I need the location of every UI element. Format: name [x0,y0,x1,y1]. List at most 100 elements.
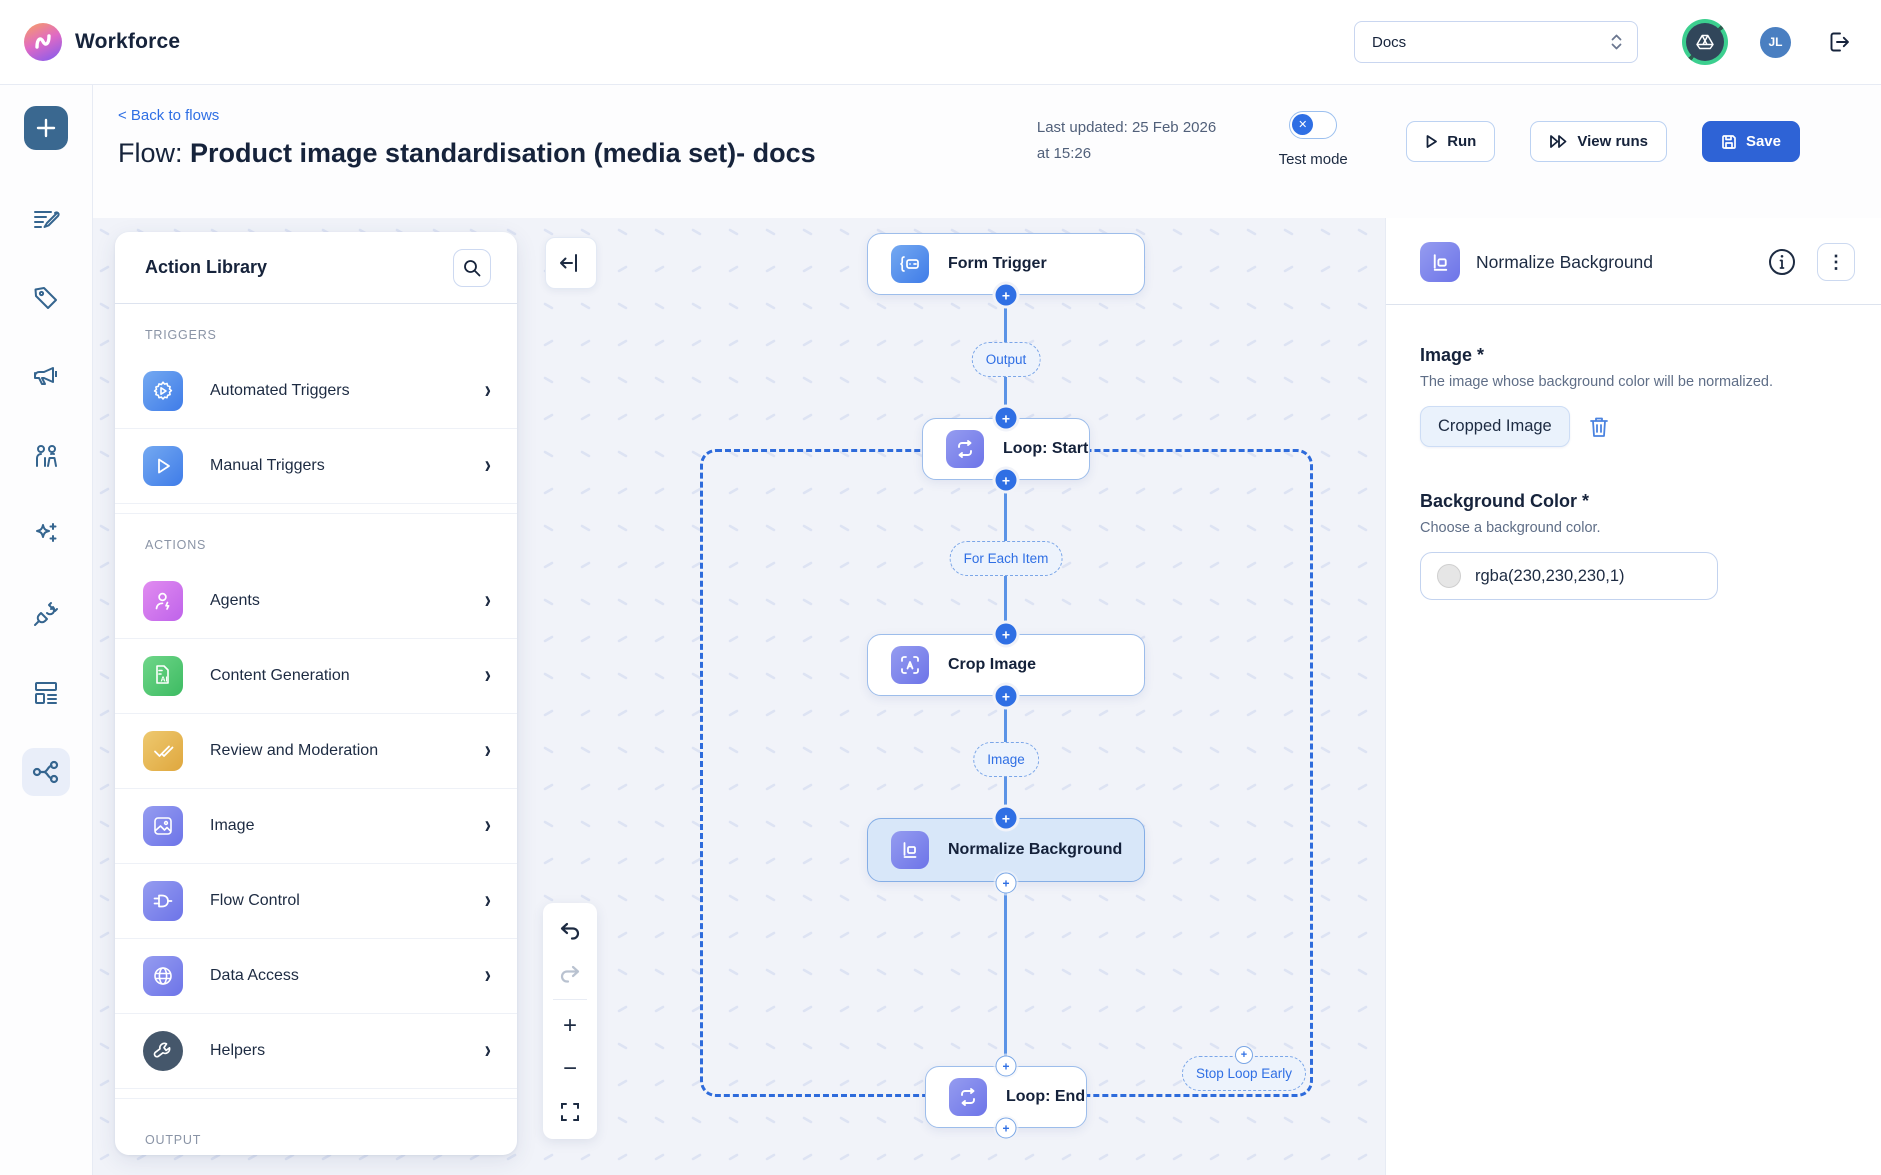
chevron-right-icon: › [484,736,491,764]
kebab-menu-button[interactable]: ⋮ [1817,243,1855,281]
normalize-background-icon [1420,242,1460,282]
flow-control-icon [143,881,183,921]
brand-name: Workforce [75,30,181,53]
chevron-right-icon: › [484,961,491,989]
toggle-knob-x-icon: ✕ [1292,114,1314,135]
select-chevrons-icon [1610,32,1623,52]
field-desc-image: The image whose background color will be… [1420,374,1774,390]
add-step-port[interactable]: + [995,623,1017,645]
field-desc-background-color: Choose a background color. [1420,520,1601,536]
save-button[interactable]: Save [1701,121,1800,162]
user-avatar[interactable]: JL [1760,26,1791,58]
sidebar-item-tags[interactable] [22,274,70,322]
workspace-select-value: Docs [1372,33,1407,51]
section-label-triggers: TRIGGERS [145,328,217,342]
zoom-in-button[interactable]: + [562,1011,577,1039]
add-step-port[interactable]: + [995,685,1017,707]
save-disk-icon [1721,134,1737,150]
play-icon [1425,134,1438,149]
image-icon [143,806,183,846]
helpers-icon [143,1031,183,1071]
test-mode-label: Test mode [1278,151,1348,168]
library-item-content-generation[interactable]: AI Content Generation › [115,639,517,714]
chevron-right-icon: › [484,661,491,689]
content-generation-icon: AI [143,656,183,696]
edge-pill-image[interactable]: Image [973,742,1039,777]
automated-triggers-icon [143,371,183,411]
sidebar-item-flows[interactable] [22,748,70,796]
back-to-flows-link[interactable]: < Back to flows [118,107,220,124]
flow-header: < Back to flows Flow: Product image stan… [93,85,1881,218]
integration-drive-avatar[interactable] [1682,19,1728,65]
loop-icon [946,430,984,468]
fast-forward-icon [1549,134,1568,149]
test-mode-toggle[interactable]: ✕ [1289,111,1338,139]
view-runs-button[interactable]: View runs [1530,121,1667,162]
collapse-panel-button[interactable] [545,237,597,289]
info-button[interactable] [1763,243,1801,281]
add-step-port[interactable]: + [995,872,1017,894]
library-item-review-moderation[interactable]: Review and Moderation › [115,714,517,789]
svg-text:AI: AI [161,677,168,684]
add-step-port[interactable]: + [995,284,1017,306]
last-updated: Last updated: 25 Feb 2026 at 15:26 [1036,119,1217,162]
flow-canvas[interactable]: Form Trigger Loop: Start Crop Image Norm… [93,218,1881,1175]
workforce-logo-icon [24,23,62,61]
add-step-port[interactable]: + [1235,1046,1253,1064]
node-inspector-panel: Normalize Background ⋮ Image * The image… [1385,218,1881,1175]
logout-icon[interactable] [1825,29,1851,55]
run-button[interactable]: Run [1406,121,1496,162]
flow-name: Product image standardisation (media set… [190,138,816,168]
search-button[interactable] [453,248,491,287]
form-trigger-icon [891,245,929,283]
sidebar-item-audiences[interactable] [22,432,70,480]
trash-icon[interactable] [1588,415,1610,439]
sidebar-item-content-editor[interactable] [22,195,70,243]
library-item-helpers[interactable]: Helpers › [115,1014,517,1089]
library-item-automated-triggers[interactable]: Automated Triggers › [115,354,517,429]
fit-view-button[interactable] [543,1090,597,1133]
chevron-right-icon: › [484,811,491,839]
loop-icon [949,1078,987,1116]
add-step-port[interactable]: + [995,407,1017,429]
background-color-input[interactable]: rgba(230,230,230,1) [1420,552,1718,600]
library-item-data-access[interactable]: Data Access › [115,939,517,1014]
canvas-toolbar: + − [543,903,597,1139]
action-library-panel: Action Library TRIGGERS Automated Trigge… [115,232,517,1155]
chevron-right-icon: › [484,451,491,479]
cropped-image-chip[interactable]: Cropped Image [1420,406,1570,447]
top-bar: Workforce Docs JL [0,0,1881,85]
flow-edge [1004,295,1007,1128]
section-label-output: OUTPUT [145,1133,202,1147]
drive-icon [1686,23,1724,61]
zoom-out-button[interactable]: − [562,1054,577,1082]
data-access-icon [143,956,183,996]
field-label-background-color: Background Color * [1420,491,1590,511]
flow-title: Flow: Product image standardisation (med… [118,138,816,168]
edge-pill-output[interactable]: Output [971,342,1041,377]
field-label-image: Image * [1420,345,1485,365]
chevron-right-icon: › [484,586,491,614]
crop-image-icon [891,646,929,684]
inspector-title: Normalize Background [1476,251,1654,272]
add-step-port[interactable]: + [995,807,1017,829]
edge-pill-for-each-item[interactable]: For Each Item [949,541,1063,576]
library-item-manual-triggers[interactable]: Manual Triggers › [115,429,517,504]
chevron-right-icon: › [484,1036,491,1064]
create-new-button[interactable] [24,106,68,150]
add-step-port[interactable]: + [995,1055,1017,1077]
color-swatch [1437,564,1461,588]
library-item-flow-control[interactable]: Flow Control › [115,864,517,939]
add-step-port[interactable]: + [995,469,1017,491]
redo-button[interactable] [543,952,597,995]
undo-button[interactable] [543,909,597,952]
add-step-port[interactable]: + [995,1117,1017,1139]
sidebar-item-campaigns[interactable] [22,353,70,401]
sidebar-item-boards[interactable] [22,669,70,717]
sidebar-item-integrations[interactable] [22,590,70,638]
sidebar-item-ai-tools[interactable] [22,511,70,559]
library-item-image[interactable]: Image › [115,789,517,864]
workspace-select[interactable]: Docs [1354,21,1638,63]
library-item-agents[interactable]: Agents › [115,564,517,639]
review-moderation-icon [143,731,183,771]
